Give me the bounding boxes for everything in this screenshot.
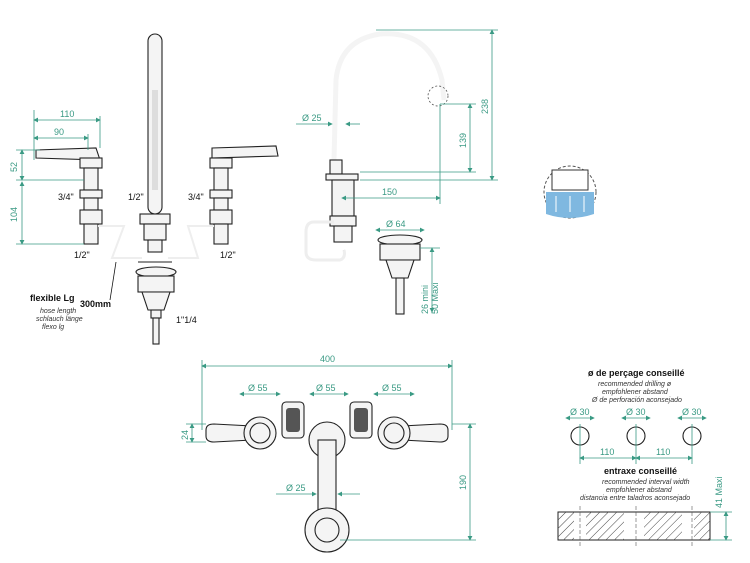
dim-drill-d30-1: Ø 30 — [570, 407, 590, 417]
drilling-title: ø de perçage conseillé — [588, 368, 685, 378]
front-view: 110 90 52 104 3/4" 1/2" 3/4" 1/2" 1/2" 1… — [9, 33, 279, 345]
dim-150: 150 — [382, 187, 397, 197]
top-spout-end — [304, 507, 350, 553]
dim-139: 139 — [458, 133, 468, 148]
drilling-en: recommended drilling ø — [598, 381, 672, 388]
detail-circle — [543, 165, 597, 219]
thread-right-label: 3/4" — [188, 192, 204, 202]
hose-length: 300mm — [80, 299, 111, 309]
dim-190: 190 — [458, 475, 468, 490]
dim-24: 24 — [180, 430, 190, 440]
hose-es: flexo lg — [42, 324, 64, 331]
dim-spacing-110-1: 110 — [600, 447, 614, 457]
dim-104: 104 — [9, 207, 19, 222]
dim-50-maxi: 50 Maxi — [430, 282, 440, 314]
dim-side-d25: Ø 25 — [302, 113, 322, 123]
right-handle — [211, 145, 279, 159]
interval-en: recommended interval width — [602, 479, 690, 486]
dim-spacing-110-2: 110 — [656, 447, 670, 457]
dim-41-maxi: 41 Maxi — [714, 476, 724, 508]
drain-size-label: 1"1/4 — [176, 315, 197, 325]
dim-d64: Ø 64 — [386, 219, 406, 229]
right-hose — [168, 225, 214, 259]
interval-section: entraxe conseillé recommended interval w… — [557, 466, 732, 546]
dim-400: 400 — [320, 354, 335, 364]
dim-top-d55-left: Ø 55 — [248, 383, 268, 393]
dim-top-d55-right: Ø 55 — [382, 383, 402, 393]
left-hose — [98, 225, 142, 259]
dim-110: 110 — [60, 109, 74, 119]
interval-de: empfohlener abstand — [606, 487, 673, 494]
top-view: 400 Ø 55 Ø 55 Ø 55 24 Ø 25 — [180, 354, 476, 553]
interval-title: entraxe conseillé — [604, 466, 677, 476]
side-view: Ø 25 139 238 150 Ø 64 26 mini 50 Maxi — [296, 29, 498, 315]
dim-drill-d30-3: Ø 30 — [682, 407, 702, 417]
dim-top-d25: Ø 25 — [286, 483, 306, 493]
dim-26-mini: 26 mini — [420, 285, 430, 314]
hose-de: schlauch länge — [36, 316, 83, 323]
interval-es: distancia entre taladros aconsejado — [580, 495, 690, 502]
dim-52: 52 — [9, 162, 19, 172]
drilling-de: empfohlener abstand — [602, 389, 669, 396]
drilling-section: ø de perçage conseillé recommended drill… — [565, 368, 707, 464]
dim-top-d55-center: Ø 55 — [316, 383, 336, 393]
thread-left-label: 3/4" — [58, 192, 74, 202]
dim-238: 238 — [480, 99, 490, 114]
drilling-es: Ø de perforación aconsejado — [591, 397, 682, 404]
dim-drill-d30-2: Ø 30 — [626, 407, 646, 417]
dim-90: 90 — [54, 127, 64, 137]
hose-title: flexible Lg — [30, 293, 75, 303]
hose-right-label: 1/2" — [220, 250, 236, 260]
hose-left-label: 1/2" — [74, 250, 90, 260]
hose-en: hose length — [40, 308, 76, 315]
thread-center-label: 1/2" — [128, 192, 144, 202]
countertop-section — [557, 511, 711, 541]
